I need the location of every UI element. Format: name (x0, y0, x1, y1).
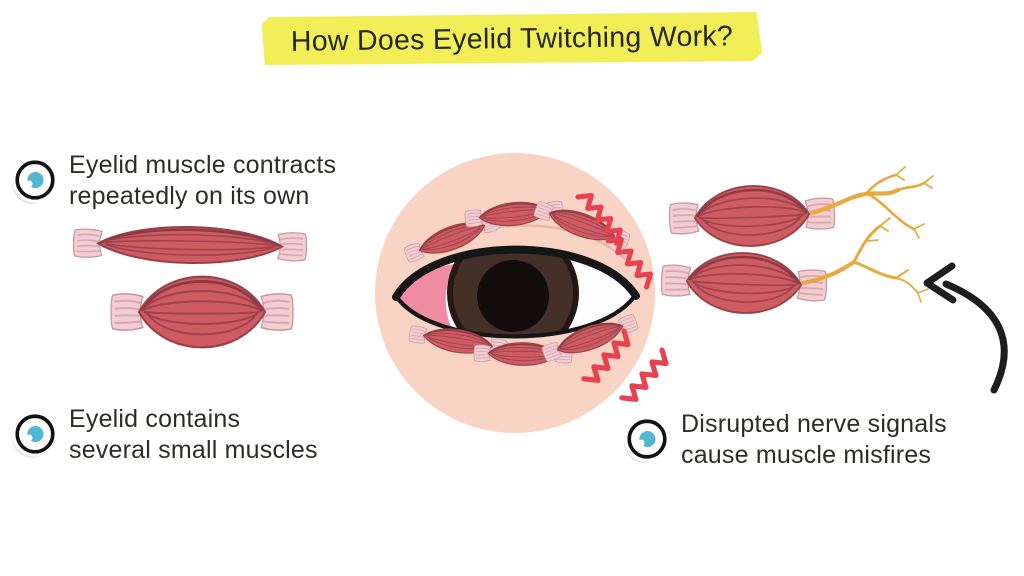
muscle-with-nerve-top (668, 166, 934, 249)
bullet-line: Disrupted nerve signals (681, 410, 947, 438)
eye-icon (10, 156, 60, 206)
eye-caruncle (396, 264, 454, 332)
nerve-branches-top (809, 166, 934, 239)
bullet-line: several small muscles (69, 436, 318, 464)
upper-eyelid-line (392, 245, 640, 301)
title-banner: How Does Eyelid Twitching Work? (262, 11, 763, 67)
bullet-line: Eyelid muscle contracts (69, 151, 337, 179)
nerve-branches-bottom (800, 217, 929, 303)
bullet-nerve-signals: Disrupted nerve signals cause muscle mis… (622, 409, 947, 471)
bullet-line: Eyelid contains (69, 405, 241, 433)
eye-pupil (477, 260, 549, 332)
bullet-several-muscles: Eyelid contains several small muscles (10, 404, 318, 466)
eye-icon (622, 415, 672, 465)
bullet-line: repeatedly on its own (69, 182, 310, 210)
bullet-text: Disrupted nerve signals cause muscle mis… (681, 409, 947, 471)
bullet-line: cause muscle misfires (681, 441, 932, 469)
bullet-muscle-contracts: Eyelid muscle contracts repeatedly on it… (10, 150, 336, 212)
central-eye-illustration (375, 153, 671, 433)
bullet-text: Eyelid muscle contracts repeatedly on it… (69, 150, 336, 212)
lower-eyelid-line (396, 294, 637, 339)
curved-arrow (923, 262, 1008, 394)
contracted-muscle-illustration (111, 277, 293, 348)
bullet-text: Eyelid contains several small muscles (69, 404, 318, 466)
page-title: How Does Eyelid Twitching Work? (290, 19, 734, 58)
relaxed-muscle-illustration (73, 225, 307, 265)
eye-icon (10, 410, 60, 460)
muscle-with-nerve-bottom (660, 217, 929, 316)
